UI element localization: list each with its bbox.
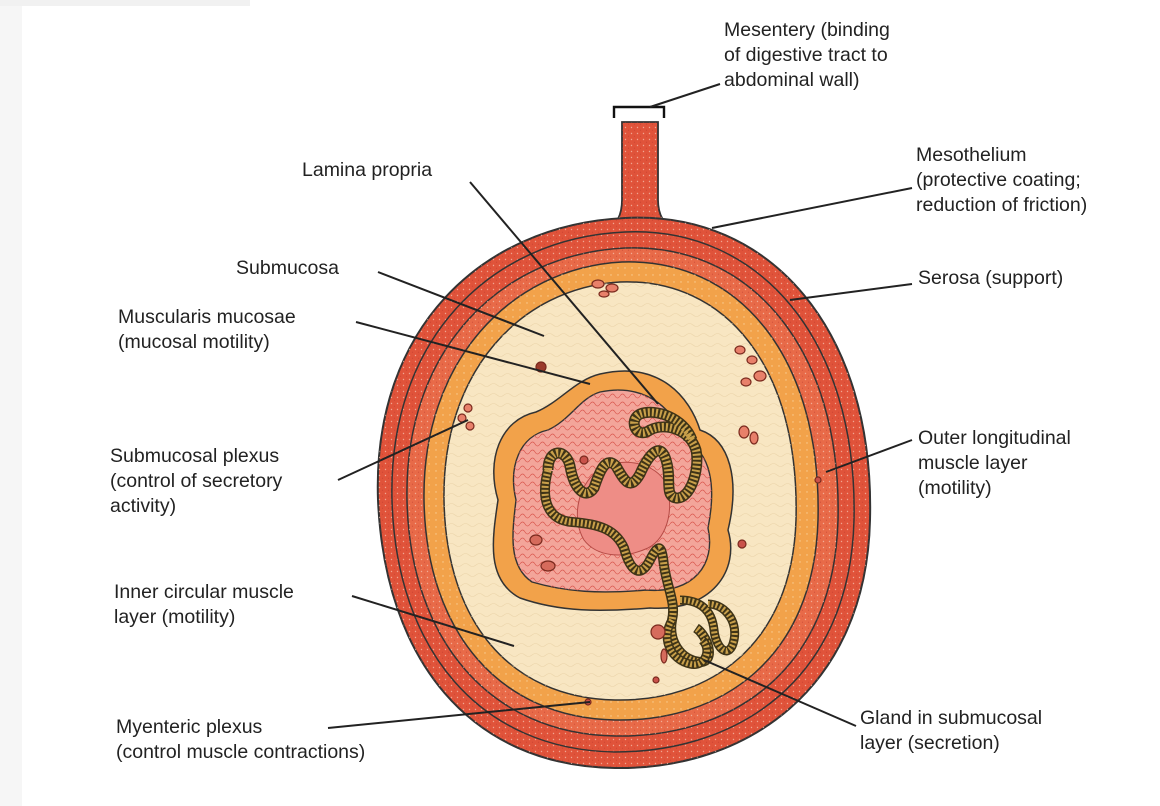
label-submucosa: Submucosa	[236, 256, 339, 281]
label-serosa: Serosa (support)	[918, 266, 1063, 291]
leader-mesothelium	[712, 188, 912, 228]
leader-mesentery	[650, 84, 720, 107]
label-lamina-propria: Lamina propria	[302, 158, 432, 183]
label-mesentery: Mesentery (binding of digestive tract to…	[724, 18, 890, 93]
leader-serosa	[790, 284, 912, 300]
label-muscularis-mucosae: Muscularis mucosae (mucosal motility)	[118, 305, 296, 355]
label-outer-longitudinal: Outer longitudinal muscle layer (motilit…	[918, 426, 1071, 501]
mesentery-stalk	[606, 107, 676, 232]
label-submucosal-plexus: Submucosal plexus (control of secretory …	[110, 444, 282, 519]
label-myenteric-plexus: Myenteric plexus (control muscle contrac…	[116, 715, 365, 765]
label-mesothelium: Mesothelium (protective coating; reducti…	[916, 143, 1087, 218]
label-gland: Gland in submucosal layer (secretion)	[860, 706, 1042, 756]
label-inner-circular: Inner circular muscle layer (motility)	[114, 580, 294, 630]
